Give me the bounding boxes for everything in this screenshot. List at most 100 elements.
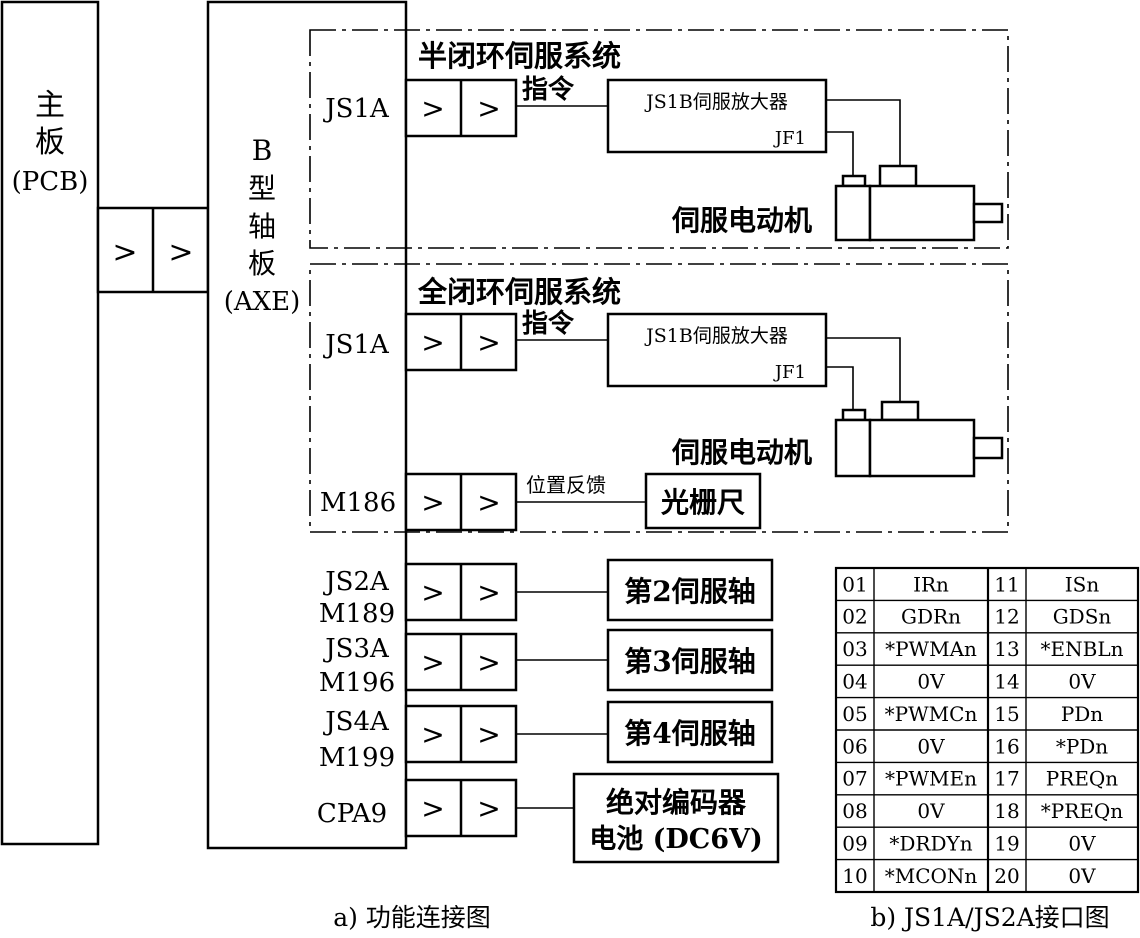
semi-closed-amplifier-box [606,78,828,154]
semi-closed-port: JS1A [322,94,390,124]
full-closed-connector-symbol-2: > [477,326,500,359]
axis-3-connector-symbol-1: > [421,646,444,679]
caption-interface-diagram: b) JS1A/JS2A接口图 [870,903,1109,932]
pin-number: 13 [994,637,1019,661]
pin-signal: 0V [917,799,945,823]
battery-port: CPA9 [317,799,387,829]
axis-2-target-label: 第2伺服轴 [624,575,755,608]
main-board-label-1: 主 [35,88,65,123]
encoder-battery: CPA9 > > 绝对编码器 电池 (DC6V) [317,772,780,864]
pin-number: 16 [994,734,1019,758]
battery-connector-symbol-1: > [421,792,444,825]
axis-2-port-top: JS2A [322,567,390,597]
axis-board-label-1: B [252,134,273,167]
pin-number: 15 [994,702,1019,726]
full-closed-encoder-cable [826,366,854,410]
axis-4-port-top: JS4A [322,707,390,737]
axis-board-label-5: (AXE) [224,287,301,317]
pin-number: 08 [842,799,867,823]
pin-number: 07 [842,767,867,791]
pin-number: 09 [842,832,867,856]
pcb-axe-connector-symbol-1: > [112,235,137,270]
axis-board: B 型 轴 板 (AXE) [206,0,408,850]
pin-number: 20 [994,864,1019,888]
feedback-label: 位置反馈 [526,473,606,497]
semi-closed-power-plug [878,164,918,188]
axis-2-port-bottom: M189 [319,599,395,629]
full-closed-loop-frame [309,263,1009,533]
pin-number: 04 [842,670,867,694]
full-closed-title: 全闭环伺服系统 [417,275,621,309]
pin-number: 18 [994,799,1019,823]
pin-signal: *PWMCn [885,702,978,726]
axis-board-label-3: 轴 [248,210,276,243]
full-closed-encoder-plug [841,408,867,422]
pin-number: 11 [994,572,1019,596]
full-closed-encoder-housing [834,418,872,478]
pin-signal: *PWMAn [885,637,977,661]
full-closed-motor-shaft [972,436,1004,460]
pin-number: 19 [994,832,1019,856]
semi-closed-encoder-cable [826,131,854,176]
pin-number: 14 [994,670,1019,694]
axis-4: JS4A M199 > > 第4伺服轴 [319,700,774,773]
full-closed-jf-port: JF1 [773,362,806,383]
pin-signal: *PWMEn [885,767,977,791]
full-closed-amplifier-label: JS1B伺服放大器 [644,325,788,347]
axis-2: JS2A M189 > > 第2伺服轴 [319,558,774,629]
battery-label-1: 绝对编码器 [606,786,747,819]
pin-signal: GDSn [1053,605,1112,629]
pin-signal: PDn [1061,702,1103,726]
pin-signal: ISn [1065,572,1100,596]
pin-signal: 0V [1068,832,1096,856]
pin-signal: 0V [917,670,945,694]
semi-closed-jf-port: JF1 [773,128,806,149]
main-board-label-2: 板 [35,125,65,160]
full-closed-motor-body [868,418,976,478]
pin-signal: IRn [913,572,949,596]
full-closed-power-plug [880,400,920,422]
semi-closed-loop-frame [309,29,1009,249]
grating-scale-label: 光栅尺 [660,486,745,519]
axis-board-label-4: 板 [248,247,276,280]
semi-closed-power-cable [826,99,901,166]
pin-number: 03 [842,637,867,661]
feedback-connector-symbol-1: > [421,486,444,519]
semi-closed-connector-symbol-2: > [477,92,500,125]
battery-box [572,772,780,864]
pin-signal: 0V [917,734,945,758]
axis-4-target-label: 第4伺服轴 [624,717,755,750]
semi-closed-motor-shaft [972,202,1004,224]
semi-closed-encoder-plug [841,174,867,188]
semi-closed-motor-body [868,184,976,242]
axis-4-connector-symbol-1: > [421,718,444,751]
pin-signal: *DRDYn [889,832,972,856]
axis-3-port-top: JS3A [322,634,390,664]
semi-closed-connector-symbol-1: > [421,92,444,125]
main-board-label-3: (PCB) [12,167,89,197]
feedback-port: M186 [320,488,396,518]
pin-signal: *MCONn [885,864,978,888]
pcb-axe-connector-symbol-2: > [168,235,193,270]
pin-number: 12 [994,605,1019,629]
full-closed-port: JS1A [322,330,390,360]
feedback-connector-symbol-2: > [477,486,500,519]
axis-2-connector-symbol-1: > [421,576,444,609]
pin-number: 01 [842,572,867,596]
semi-closed-encoder-housing [834,184,872,242]
full-closed-motor-label: 伺服电动机 [671,436,812,469]
pin-number: 06 [842,734,867,758]
full-closed-connector-symbol-1: > [421,326,444,359]
axis-3-connector-symbol-2: > [477,646,500,679]
axis-3: JS3A M196 > > 第3伺服轴 [319,628,774,698]
axis-board-box [206,0,408,850]
axis-4-connector-symbol-2: > [477,718,500,751]
pin-number: 10 [842,864,867,888]
axis-2-connector-symbol-2: > [477,576,500,609]
full-closed-command-label: 指令 [522,308,575,339]
full-closed-amplifier-box [606,312,828,388]
pin-number: 17 [994,767,1019,791]
axis-4-target-box [606,700,774,764]
